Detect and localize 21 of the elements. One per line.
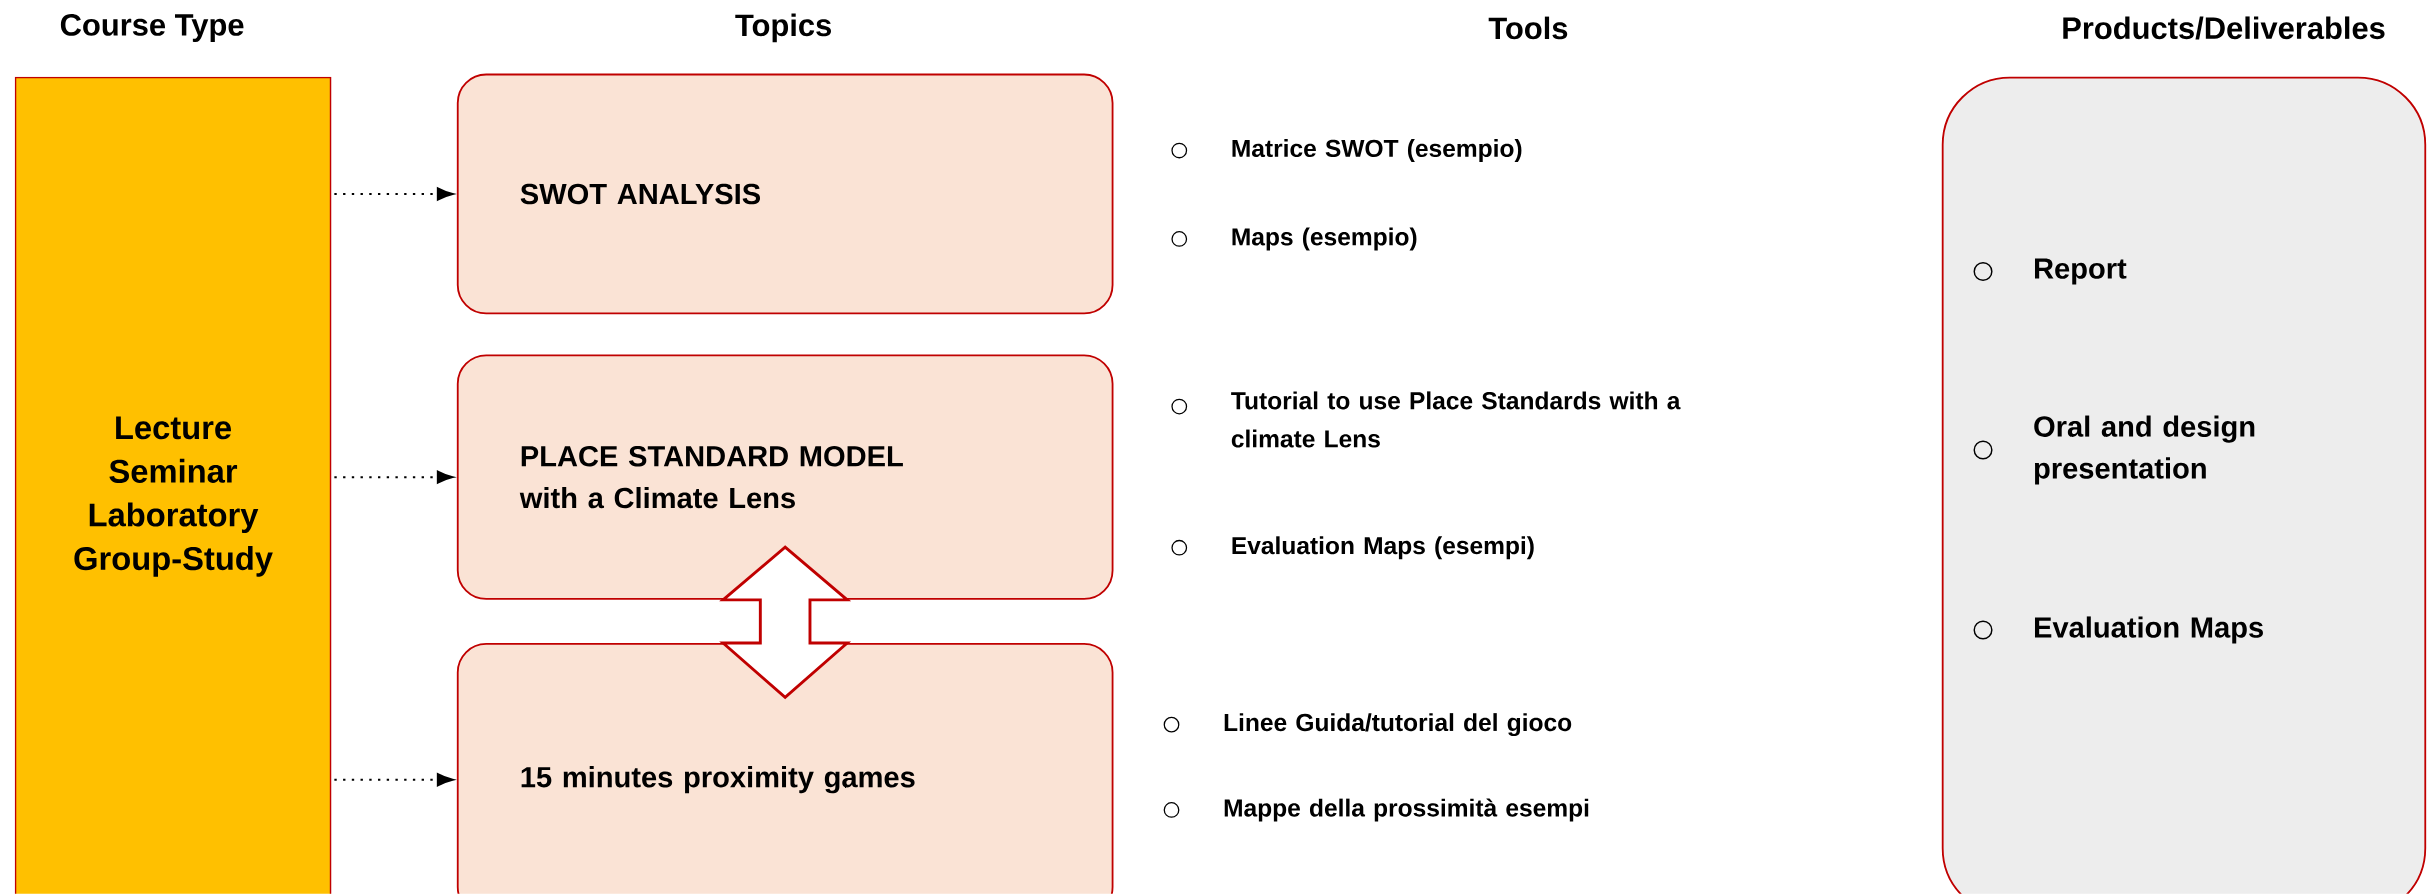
double-block-arrow: [719, 545, 852, 700]
dotted-arrow: [333, 470, 454, 484]
dotted-arrow: [333, 187, 454, 201]
column-heading: Products/Deliverables: [2063, 16, 2385, 40]
tool-item: Linee Guida/tutorial del gioco: [1224, 713, 1572, 737]
topic-box: PLACE STANDARD MODEL with a Climate Lens: [456, 354, 1114, 600]
course-type-bar: Lecture Seminar Laboratory Group-Study: [14, 76, 332, 894]
column-heading: Tools: [1488, 16, 1568, 40]
tool-item: Maps (esempio): [1232, 227, 1417, 251]
dotted-arrow: [333, 773, 454, 787]
topic-box: SWOT ANALYSIS: [456, 73, 1114, 315]
list-item: Oral and design presentation: [2034, 415, 2255, 485]
tool-item: Mappe della prossimità esempi: [1224, 798, 1589, 822]
tool-item: Matrice SWOT (esempio): [1232, 139, 1522, 163]
column-heading: Course Type: [60, 14, 244, 43]
tool-item: Tutorial to use Place Standards with a climate Lens: [1231, 391, 1681, 448]
list-item: Evaluation Maps: [2035, 616, 2263, 644]
column-heading: Topics: [735, 13, 831, 43]
list-item: Report: [2035, 258, 2127, 285]
tool-item: Evaluation Maps (esempi): [1232, 536, 1534, 560]
topic-box: 15 minutes proximity games: [456, 643, 1114, 894]
